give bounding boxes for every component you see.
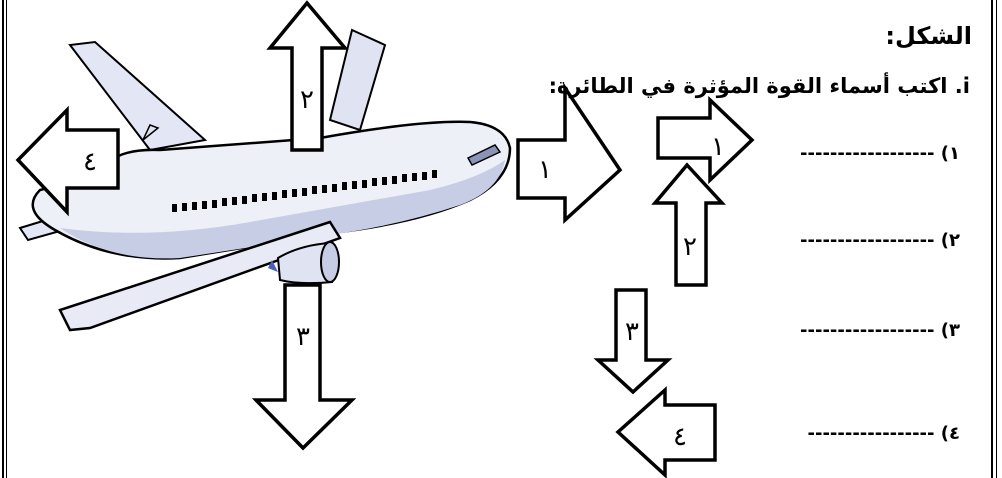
key-arrow-3 [593,288,673,395]
lower-wing [58,220,342,332]
plane-arrow-label-1: ١ [538,155,552,185]
question-prompt: i. اكتب أسماء القوة المؤثرة في الطائرة: [548,74,970,98]
arrow-4-drag [15,105,120,217]
answer-line-1[interactable]: ١) ------------------ [800,143,960,164]
airplane-illustration [18,28,512,332]
arrow-3-weight [251,283,357,451]
page-border-left [2,0,4,478]
plane-force-arrows [15,0,623,451]
key-arrow-label-3: ٣ [625,317,639,347]
plane-arrow-label-4: ٤ [83,147,97,177]
key-arrow-4 [615,386,717,478]
plane-arrow-label-3: ٣ [296,322,310,352]
answer-line-2[interactable]: ٢) ------------------ [800,230,960,251]
key-arrow-label-1: ١ [711,132,725,162]
fuselage-shade [60,160,505,259]
cockpit-window [466,144,502,166]
arrow-2-lift [266,0,349,152]
key-arrow-1 [656,95,755,185]
tail-small-fin [142,124,160,141]
tail-fin [68,40,208,152]
page-border-right-inner [996,0,997,478]
answer-line-4[interactable]: ٤) ----------------- [807,423,960,444]
plane-arrow-label-2: ٢ [300,85,314,115]
upper-wing [328,28,387,132]
page-border-left-inner [6,0,7,478]
fuselage [31,120,512,260]
answer-line-3[interactable]: ٣) ------------------ [800,320,960,341]
key-arrow-2 [651,162,726,287]
key-force-arrows [593,95,755,478]
engine-blue-accent [268,260,278,272]
key-arrow-label-4: ٤ [673,422,687,452]
section-heading: الشكل: [885,22,972,50]
key-arrow-label-2: ٢ [683,232,697,262]
arrow-labels: ١ ٢ ٣ ٤ ١ ٢ ٣ ٤ [83,85,725,452]
page-border-right [991,0,993,478]
arrow-1-thrust [516,82,623,224]
engine-intake [320,241,340,283]
passenger-windows [172,170,437,212]
